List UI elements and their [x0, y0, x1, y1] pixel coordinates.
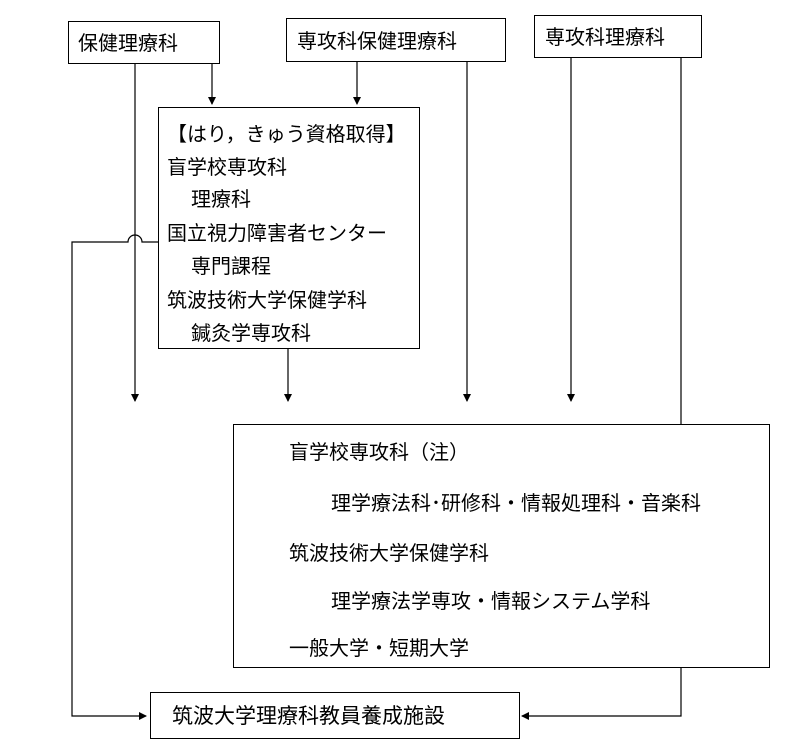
license-line-1: 盲学校専攻科: [167, 155, 287, 179]
license-line-4: 専門課程: [191, 254, 271, 278]
license-line-3: 国立視力障害者センター: [167, 221, 387, 245]
schools-box: 盲学校専攻科（注） 理学療法科･研修科・情報処理科・音楽科 筑波技術大学保健学科…: [233, 424, 770, 668]
schools-line-1: 盲学校専攻科（注）: [289, 440, 469, 464]
schools-line-4: 理学療法学専攻・情報システム学科: [331, 589, 651, 613]
license-line-6: 鍼灸学専攻科: [191, 321, 311, 345]
box-senkou-hoken-riryo: 専攻科保健理療科: [286, 18, 506, 62]
schools-line-5: 一般大学・短期大学: [289, 636, 469, 660]
line-schools-to-bottom: [521, 668, 682, 720]
line-license-to-bottom: [71, 234, 158, 720]
license-line-5: 筑波技術大学保健学科: [167, 288, 367, 312]
teacher-training-label: 筑波大学理療科教員養成施設: [172, 704, 445, 728]
schools-line-2: 理学療法科･研修科・情報処理科・音楽科: [331, 491, 701, 515]
license-box: 【はり，きゅう資格取得】 盲学校専攻科 理療科 国立視力障害者センター 専門課程…: [158, 107, 420, 349]
box-senkou-riryo: 専攻科理療科: [534, 15, 702, 58]
teacher-training-box: 筑波大学理療科教員養成施設: [150, 692, 520, 739]
license-heading: 【はり，きゅう資格取得】: [167, 122, 406, 146]
license-line-2: 理療科: [191, 187, 251, 211]
box-hoken-riryo: 保健理療科: [68, 21, 220, 64]
box-senkou-hoken-riryo-label: 専攻科保健理療科: [297, 29, 457, 53]
box-senkou-riryo-label: 専攻科理療科: [545, 25, 665, 49]
box-hoken-riryo-label: 保健理療科: [78, 31, 178, 55]
schools-line-3: 筑波技術大学保健学科: [289, 541, 489, 565]
